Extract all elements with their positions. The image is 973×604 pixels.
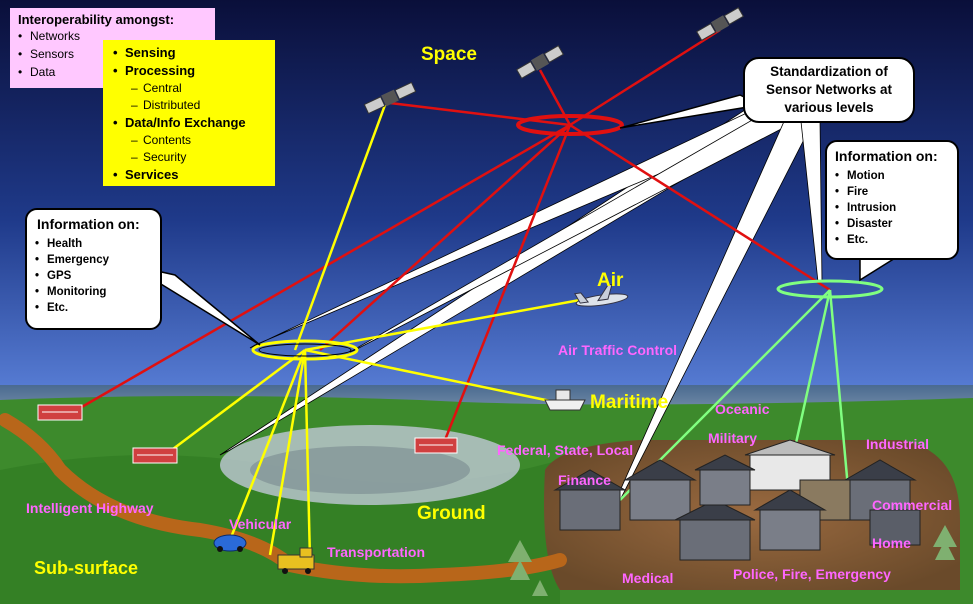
capability-subitem: Distributed [113, 97, 275, 114]
capability-subitem: Security [113, 149, 275, 166]
right-info-callout: Information on: Motion Fire Intrusion Di… [825, 140, 959, 260]
label-military: Military [708, 430, 758, 446]
satellite-icon [696, 6, 744, 42]
road [0, 413, 567, 584]
label-medical: Medical [622, 570, 674, 586]
right-info-title: Information on: [835, 148, 938, 164]
label-air: Air [597, 270, 624, 291]
truck-icon [277, 547, 315, 574]
ground-hub-ring [251, 339, 359, 361]
town-houses [553, 439, 921, 561]
label-sub-surface: Sub-surface [34, 558, 139, 578]
standardization-callout: Standardization of Sensor Networks at va… [743, 57, 915, 123]
trees [508, 525, 957, 596]
satellite-icon [516, 44, 564, 80]
ship-icon [544, 389, 586, 411]
interop-item: Sensors [18, 45, 215, 63]
capability-subitem: Contents [113, 132, 275, 149]
station-icon [132, 447, 178, 464]
yellow-links [164, 104, 581, 561]
label-police: Police, Fire, Emergency [733, 566, 891, 582]
right-info-item: Motion [835, 168, 957, 184]
satellite-icon [363, 81, 417, 115]
standardization-pointers [219, 99, 823, 503]
airplane-icon [574, 283, 629, 307]
right-info-item: Disaster [835, 216, 957, 232]
station-icon [37, 404, 83, 421]
left-info-item: Health [35, 236, 160, 252]
right-info-item: Fire [835, 184, 957, 200]
left-info-callout: Information on: Health Emergency GPS Mon… [25, 208, 162, 330]
capability-item: Processing [113, 62, 275, 80]
left-info-item: Monitoring [35, 284, 160, 300]
label-vehicular: Vehicular [229, 516, 292, 532]
interop-item: Data [18, 63, 215, 81]
label-federal: Federal, State, Local [497, 442, 634, 458]
label-home: Home [872, 535, 911, 551]
label-maritime: Maritime [590, 392, 669, 413]
label-air-traffic: Air Traffic Control [558, 342, 678, 358]
capability-subitem: Central [113, 80, 275, 97]
space-hub-ring [516, 114, 624, 136]
capabilities-box: Sensing Processing Central Distributed D… [103, 40, 275, 186]
interop-item: Networks [18, 27, 215, 45]
left-info-item: Etc. [35, 300, 160, 316]
label-oceanic: Oceanic [715, 401, 770, 417]
capability-item: Data/Info Exchange [113, 114, 275, 132]
left-info-item: Emergency [35, 252, 160, 268]
ground-hub-ring-inner [258, 343, 352, 357]
label-commercial: Commercial [872, 497, 953, 513]
right-info-item: Etc. [835, 232, 957, 248]
station-icon [414, 437, 458, 454]
inland-water-shadow [250, 446, 470, 494]
capability-item: Sensing [113, 44, 275, 62]
standardization-text: Standardization of Sensor Networks at va… [765, 64, 893, 115]
urban-hub-ring [776, 279, 884, 299]
interoperability-title: Interoperability amongst: [18, 12, 175, 27]
label-industrial: Industrial [866, 436, 930, 452]
label-intelligent-highway: Intelligent Highway [26, 500, 154, 516]
label-space: Space [421, 44, 477, 65]
label-ground: Ground [417, 503, 486, 524]
left-info-title: Information on: [37, 216, 140, 232]
right-info-item: Intrusion [835, 200, 957, 216]
capability-item: Services [113, 166, 275, 184]
left-info-item: GPS [35, 268, 160, 284]
label-finance: Finance [558, 472, 611, 488]
label-transportation: Transportation [327, 544, 426, 560]
car-icon [213, 534, 247, 552]
